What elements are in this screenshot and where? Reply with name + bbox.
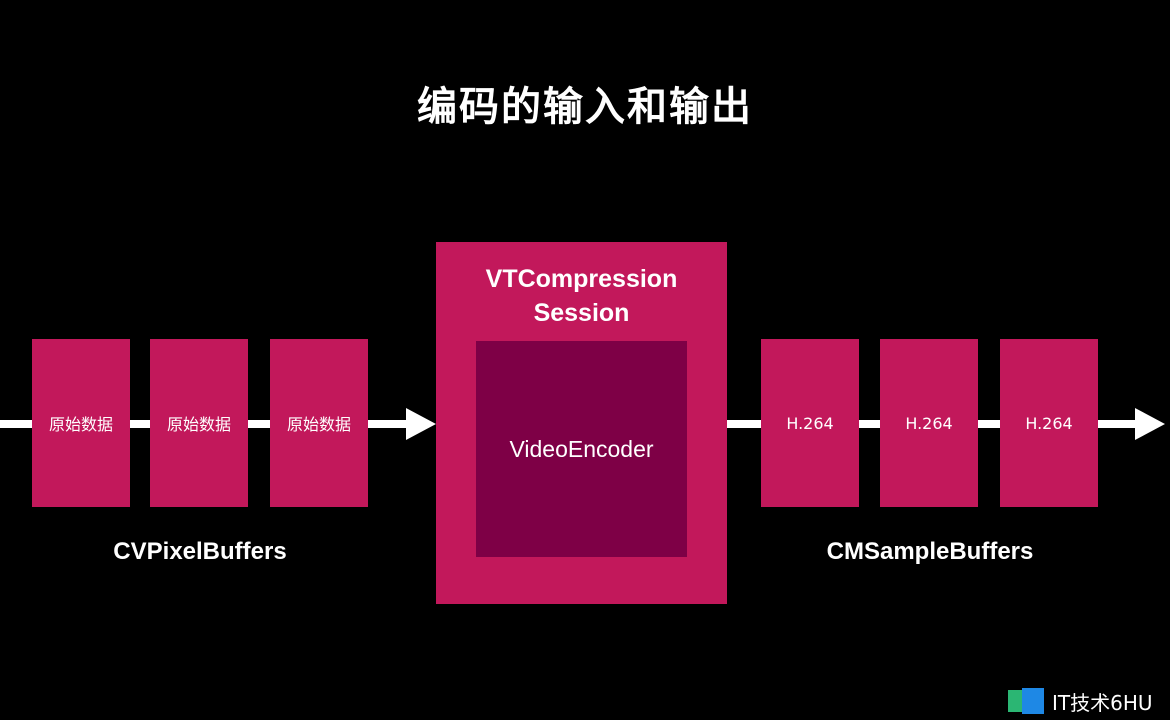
compression-session-box: VTCompression Session VideoEncoder [436,242,727,604]
h264-box-2: H.264 [880,339,978,507]
session-title: VTCompression Session [436,262,727,330]
session-title-line2: Session [533,299,630,327]
h264-box-1: H.264 [761,339,859,507]
raw-data-box-3: 原始数据 [270,339,368,507]
output-arrow-head [1135,408,1165,440]
input-group-label: CVPixelBuffers [113,538,287,565]
session-title-line1: VTCompression [485,265,678,293]
video-encoder-box: VideoEncoder [476,341,687,557]
watermark-logo-icon [1008,688,1046,714]
raw-data-box-1: 原始数据 [32,339,130,507]
input-arrow-head [406,408,436,440]
output-group-label: CMSampleBuffers [826,538,1034,565]
h264-box-3: H.264 [1000,339,1098,507]
raw-data-box-2: 原始数据 [150,339,248,507]
watermark-text: IT技术6HU [1052,690,1153,715]
video-encoder-label: VideoEncoder [509,435,654,462]
diagram-title: 编码的输入和输出 [417,84,753,130]
watermark: IT技术6HU [1008,686,1153,716]
